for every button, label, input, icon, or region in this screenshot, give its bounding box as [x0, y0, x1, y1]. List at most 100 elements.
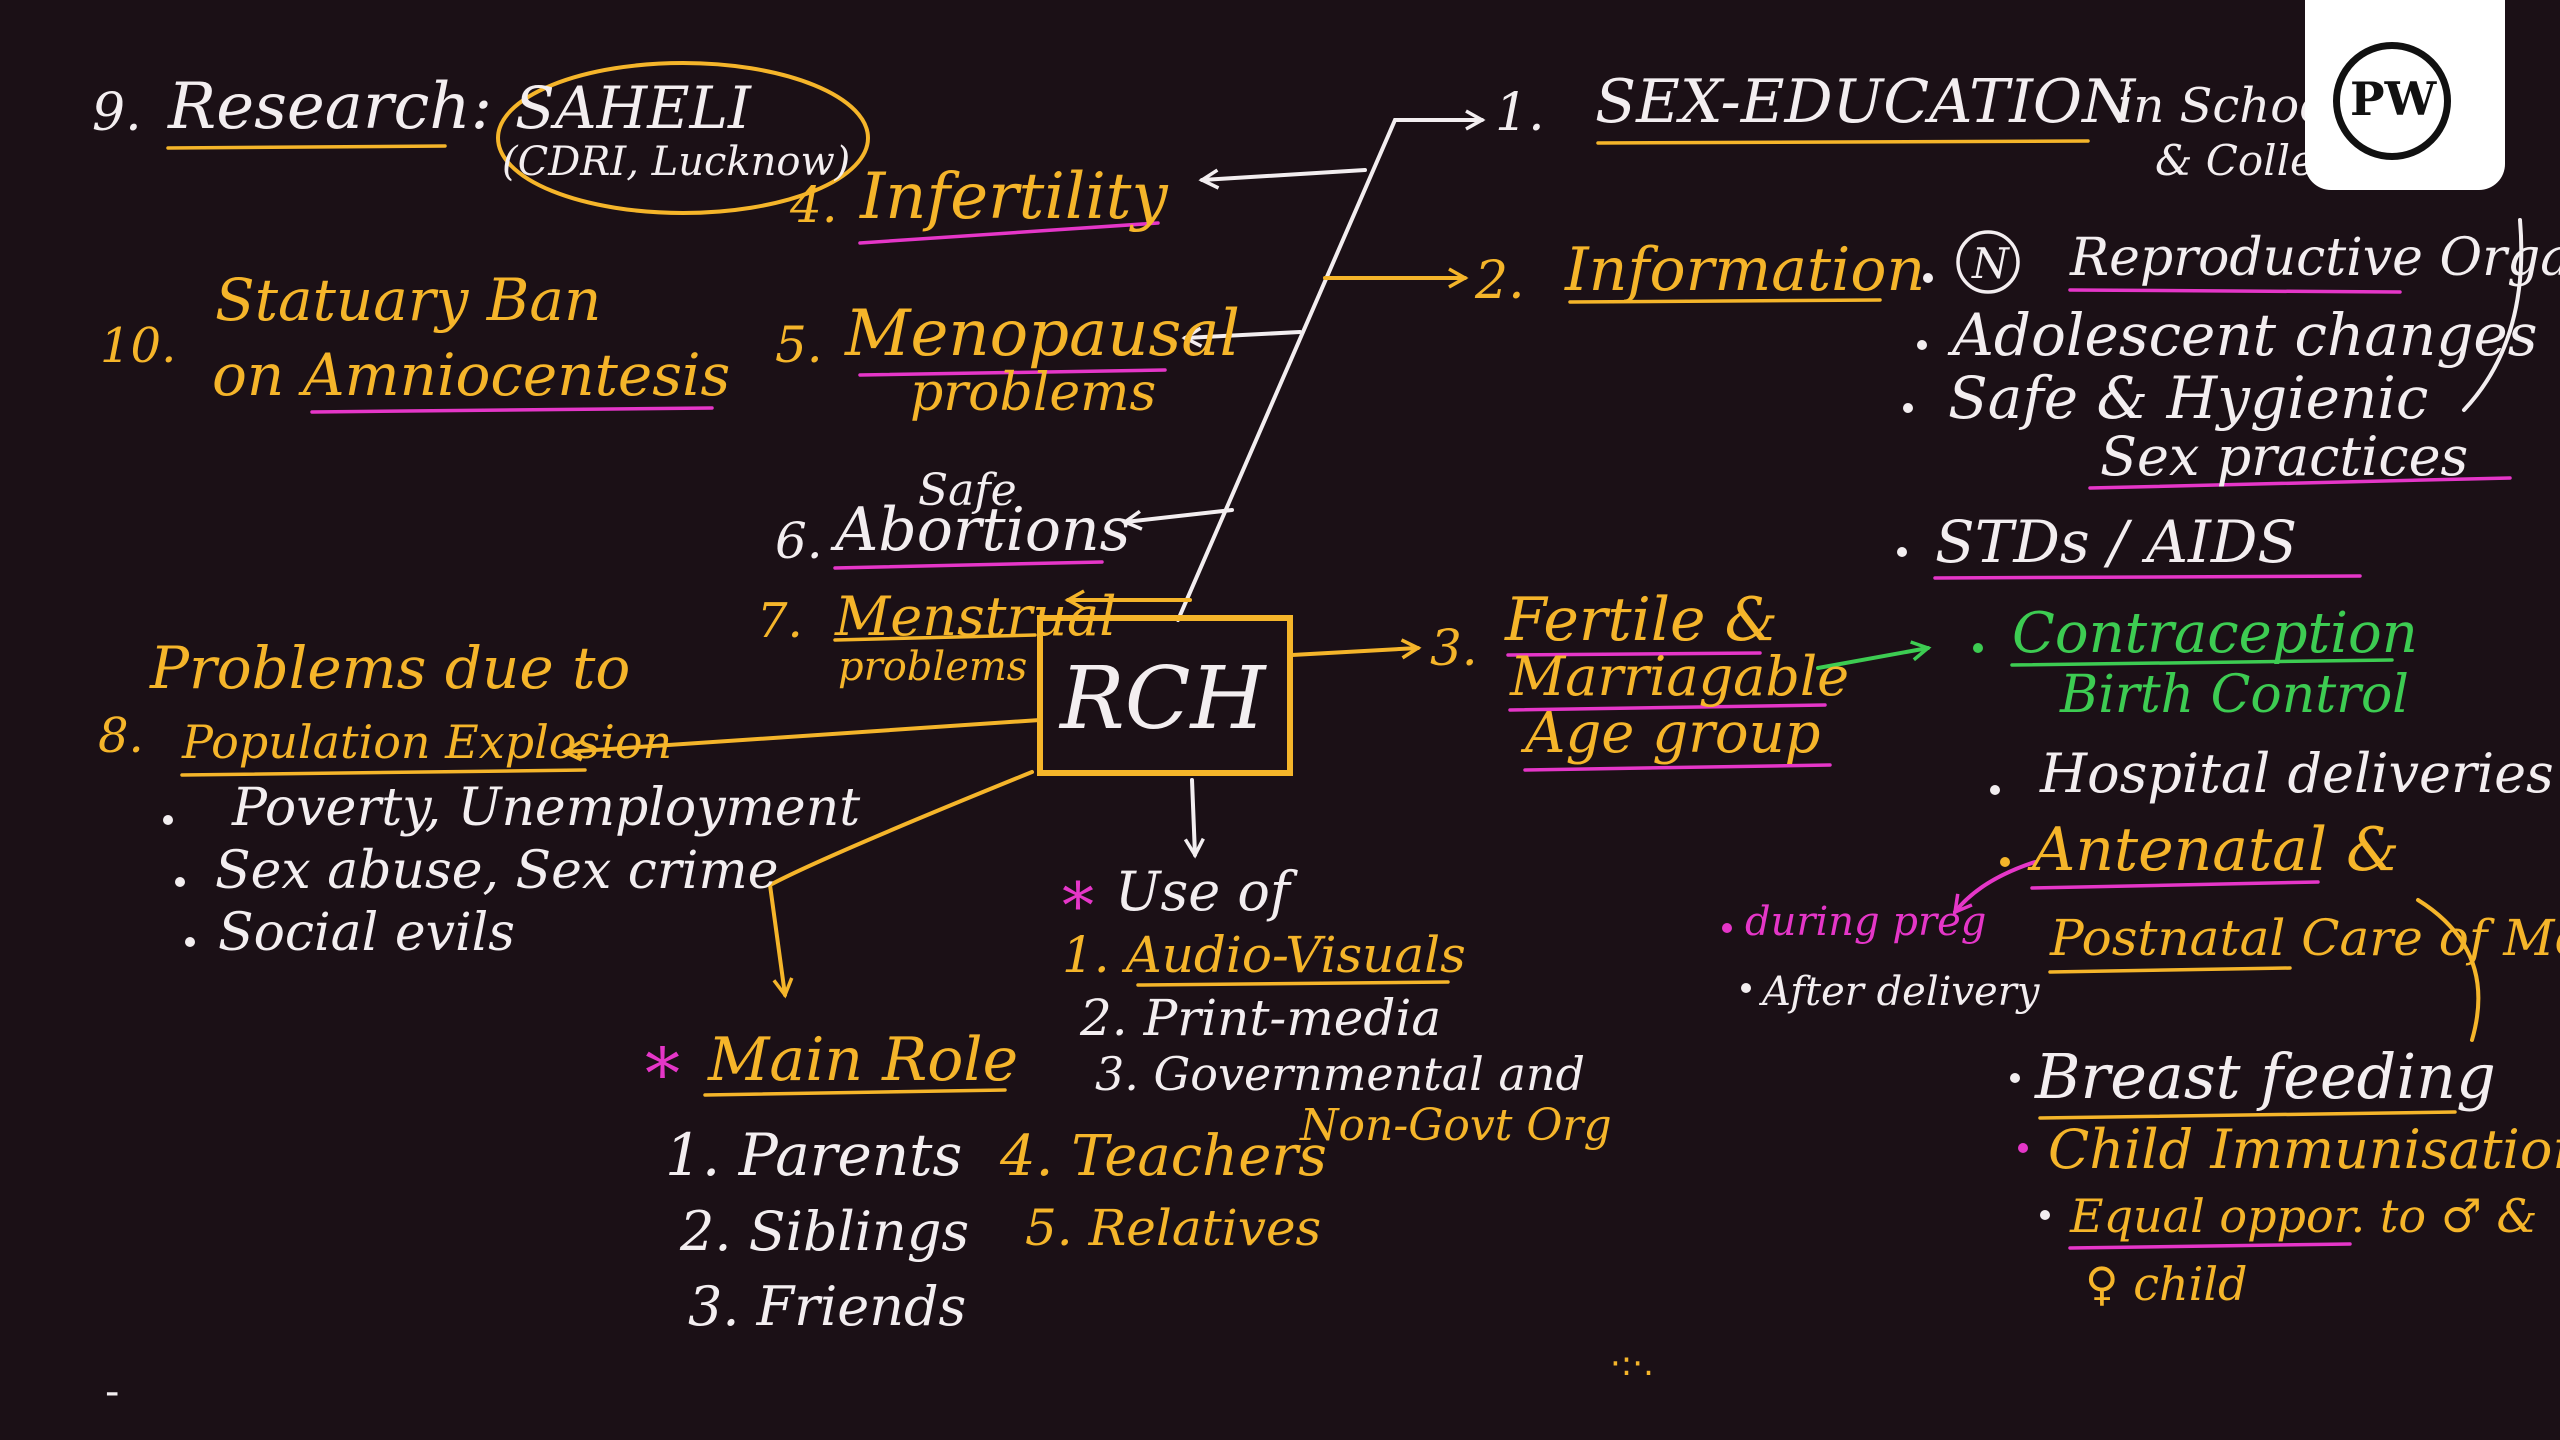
- underline-menstrual: [833, 633, 1037, 642]
- underline-contraception: [2010, 658, 2394, 667]
- underline-fertile: [1506, 651, 1762, 657]
- bullet-dot: [1741, 983, 1751, 993]
- main-role-item-4: 4. Teachers: [999, 1124, 1327, 1189]
- use-of-item-1: 1. Audio-Visuals: [1062, 926, 1466, 984]
- information-label: Information: [1564, 235, 1925, 305]
- sex-education-label: SEX-EDUCATION: [1595, 67, 2137, 137]
- underline-stds: [1933, 574, 2362, 580]
- menstrual-line1: Menstrual: [834, 585, 1117, 648]
- arrow-to-infertility: [1198, 168, 1367, 190]
- underline-marriagable: [1508, 703, 1827, 712]
- underline-infertility: [858, 221, 1160, 245]
- info-safe-hygienic: Safe & Hygienic: [1948, 364, 2428, 432]
- care-birth-control: Birth Control: [2059, 665, 2409, 725]
- research-label: Research:: [167, 70, 492, 144]
- fertile-num: 3.: [1430, 619, 1478, 677]
- n-mark-letter: N: [1971, 239, 2010, 288]
- statuary-line1: Statuary Ban: [215, 266, 601, 334]
- bullet-dot: [2018, 1143, 2028, 1153]
- care-hospital-deliveries: Hospital deliveries: [2039, 742, 2554, 805]
- menopausal-line1: Menopausal: [844, 297, 1240, 371]
- bullet-dot: [185, 937, 195, 947]
- arrow-to-fertile-group: [1290, 638, 1422, 660]
- care-during-preg: during preg: [1745, 899, 1986, 945]
- fertile-line2: Marriagable: [1509, 645, 1849, 708]
- bullet-dot: [1923, 273, 1933, 283]
- population-bullet-2: Sex abuse, Sex crime: [215, 841, 779, 901]
- information-num: 2.: [1474, 251, 1525, 311]
- population-bullet-3: Social evils: [218, 903, 515, 963]
- underline-amniocentesis: [310, 406, 714, 414]
- underline-abortions: [833, 560, 1104, 570]
- bullet-dot: [1973, 643, 1983, 653]
- abortions-num: 6.: [775, 512, 823, 570]
- underline-sex-education: [1596, 139, 2090, 145]
- saheli-title: SAHELI: [515, 74, 752, 142]
- bullet-dot: [1897, 547, 1907, 557]
- bullet-dot: [1722, 923, 1732, 933]
- underline-age-group: [1523, 763, 1832, 772]
- pw-logo-mark: PW: [2350, 72, 2438, 126]
- care-after-delivery: After delivery: [1758, 969, 2041, 1015]
- info-stds-aids: STDs / AIDS: [1935, 508, 2297, 576]
- arrow-to-menopausal: [1181, 326, 1302, 348]
- menopausal-num: 5.: [775, 316, 823, 374]
- population-line1: Problems due to: [149, 634, 630, 702]
- arrow-to-main-role: [767, 770, 1034, 999]
- fertile-line3: Age group: [1520, 701, 1820, 766]
- main-role-item-1: 1. Parents: [665, 1121, 962, 1189]
- underline-equal-oppor: [2068, 1242, 2352, 1250]
- bullet-dot: [2000, 857, 2010, 867]
- care-antenatal: Antenatal &: [2027, 815, 2400, 885]
- arrow-to-use-of: [1183, 778, 1205, 859]
- arrow-to-during-preg: [1952, 860, 2037, 915]
- underline-reproductive: [2068, 288, 2402, 294]
- care-child: ♀ child: [2085, 1257, 2248, 1311]
- population-line2: Population Explosion: [181, 715, 672, 769]
- population-bullets: [163, 815, 195, 947]
- information-bullets: [1897, 273, 1933, 557]
- underline-research: [166, 144, 447, 150]
- menopausal-line2: problems: [910, 363, 1156, 423]
- rch-label: RCH: [1058, 649, 1268, 749]
- main-role-item-3: 3. Friends: [688, 1275, 966, 1338]
- underline-postnatal: [2048, 966, 2292, 974]
- main-role-star: *: [645, 1033, 680, 1115]
- main-role-title: Main Role: [707, 1025, 1018, 1095]
- pw-logo-icon: PW: [2333, 42, 2451, 160]
- bullet-dot: [2010, 1073, 2020, 1083]
- pw-logo: PW: [2305, 0, 2505, 190]
- use-of-item-4: Non-Govt Org: [1299, 1100, 1612, 1151]
- saheli-subtitle: (CDRI, Lucknow): [502, 139, 850, 185]
- info-reproductive-organs: Reproductive Organs: [2069, 228, 2560, 288]
- use-of-item-3: 3. Governmental and: [1095, 1047, 1585, 1101]
- pw-logo-letters: PW: [2350, 72, 2438, 126]
- antenatal-bracket: [2416, 898, 2481, 1042]
- care-equal-oppor: Equal oppor. to ♂ &: [2069, 1189, 2537, 1243]
- sex-education-num: 1.: [1495, 83, 1545, 143]
- info-sex-practices: Sex practices: [2100, 425, 2468, 488]
- underline-main-role: [703, 1088, 1007, 1097]
- main-role-item-5: 5. Relatives: [1025, 1199, 1321, 1257]
- stray-dots: ·:·.: [1610, 1344, 1654, 1384]
- underline-audio-visuals: [1136, 980, 1450, 987]
- arrow-to-population: [561, 718, 1042, 762]
- statuary-line2: on Amniocentesis: [212, 341, 730, 409]
- population-num: 8.: [98, 708, 144, 764]
- arrow-to-contraception: [1816, 640, 1932, 670]
- bullet-dot: [2040, 1210, 2050, 1220]
- use-of-title: Use of: [1115, 860, 1298, 923]
- arrow-to-sex-education: [1176, 109, 1486, 622]
- n-mark-circle: [1956, 230, 2020, 294]
- care-postnatal: Postnatal Care of Mother: [2049, 909, 2560, 967]
- underline-population: [180, 768, 587, 777]
- underline-menopausal: [858, 368, 1167, 377]
- bullet-dot: [175, 877, 185, 887]
- infertility-num: 4.: [789, 176, 838, 234]
- bullet-dot: [163, 815, 173, 825]
- arrow-to-safe-abortions: [1121, 508, 1234, 531]
- bullet-dot: [1917, 340, 1927, 350]
- infertility-label: Infertility: [859, 160, 1169, 234]
- care-breast-feeding: Breast feeding: [2034, 1040, 2496, 1113]
